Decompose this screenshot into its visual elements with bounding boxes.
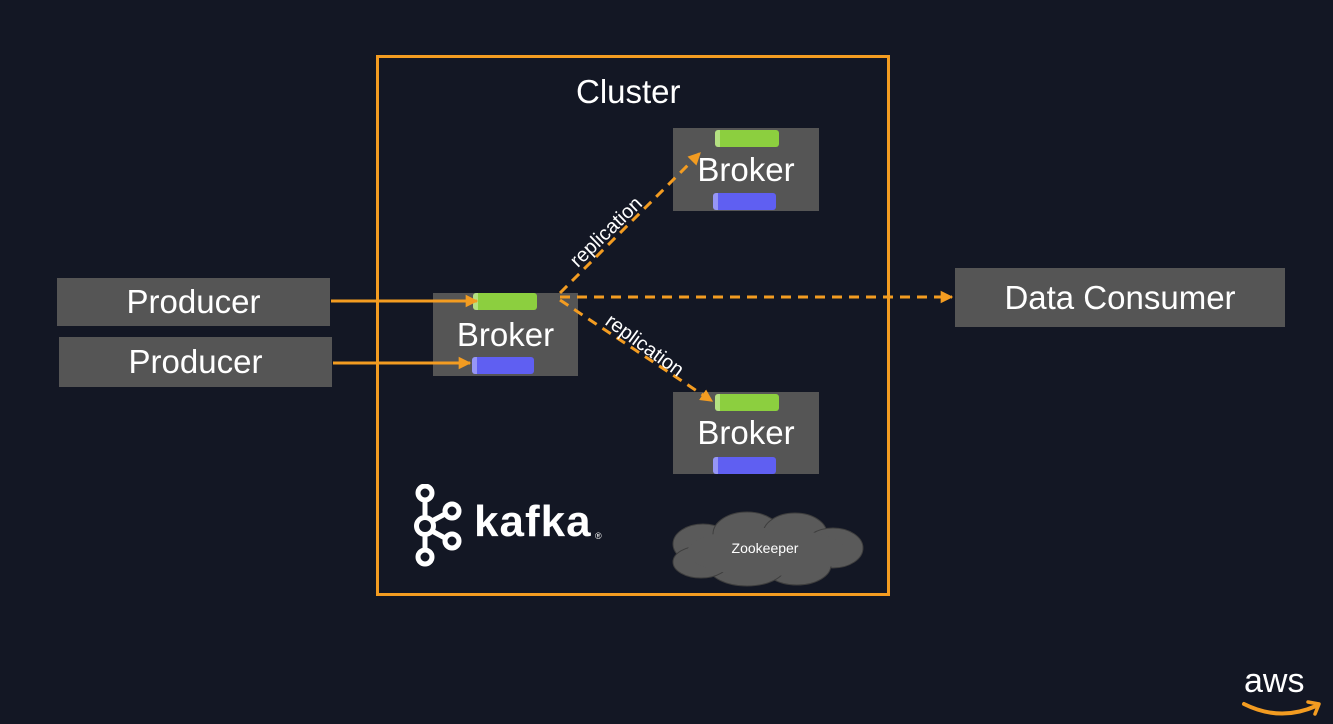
partition-blue-bar <box>713 193 776 210</box>
zookeeper-cloud-icon <box>672 511 864 587</box>
broker-replica-bottom: Broker <box>673 392 819 474</box>
producer-box-2: Producer <box>59 337 332 387</box>
kafka-registered-mark: ® <box>595 531 602 541</box>
partition-green-bar <box>715 394 779 411</box>
aws-smile-icon <box>1242 700 1321 716</box>
cluster-frame <box>376 55 890 596</box>
producer-label-1: Producer <box>126 283 261 320</box>
kafka-logo-icon <box>414 484 462 567</box>
partition-green-bar <box>715 130 779 147</box>
replication-arrow-bottom <box>559 298 714 403</box>
producer-label-2: Producer <box>128 343 263 380</box>
data-consumer-label: Data Consumer <box>1004 278 1236 316</box>
data-consumer-box: Data Consumer <box>955 268 1285 327</box>
kafka-wordmark: kafka <box>474 497 592 546</box>
zookeeper-label: Zookeeper <box>731 540 799 556</box>
producer-box-1: Producer <box>57 278 330 326</box>
cluster-title: Cluster <box>576 73 681 110</box>
aws-wordmark: aws <box>1244 662 1305 700</box>
partition-blue-bar <box>713 457 776 474</box>
broker-replica-top: Broker <box>673 128 819 211</box>
broker-leader-label: Broker <box>456 315 555 353</box>
broker-replica-top-label: Broker <box>697 150 795 188</box>
partition-blue-bar <box>472 357 534 374</box>
broker-replica-bottom-label: Broker <box>697 414 795 451</box>
